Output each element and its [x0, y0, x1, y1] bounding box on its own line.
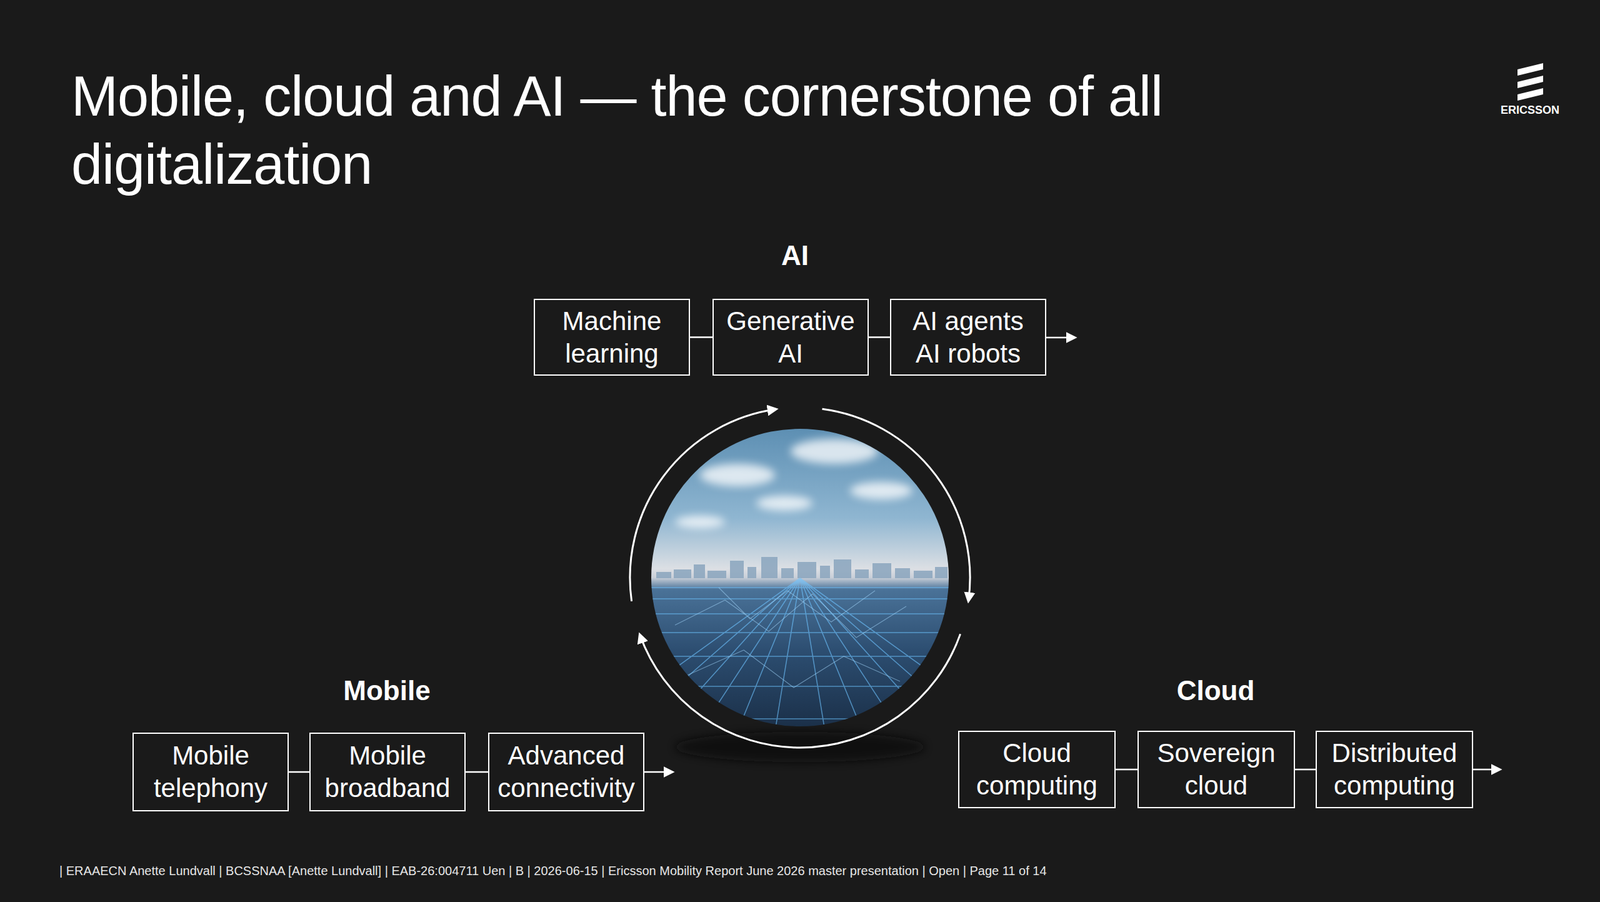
cycle-arrow	[640, 633, 961, 748]
row-arrows	[643, 337, 1500, 772]
box-text: Distributed computing	[1323, 736, 1466, 802]
process-box: Advanced connectivity	[488, 732, 645, 812]
box-text: Sovereign cloud	[1145, 736, 1288, 802]
logo-bar	[1517, 75, 1544, 89]
skyline	[656, 556, 948, 579]
box-text: Advanced connectivity	[495, 739, 637, 805]
process-box: Distributed computing	[1315, 730, 1474, 809]
cloud	[850, 481, 913, 500]
cycle-arrows	[630, 408, 970, 748]
connector-line	[1295, 768, 1316, 771]
process-box: Mobile broadband	[309, 732, 466, 812]
connector-line	[690, 336, 713, 339]
group-heading: Mobile	[343, 673, 430, 707]
group-heading: Cloud	[1176, 673, 1255, 707]
network-grid	[587, 578, 1013, 732]
cloud	[756, 495, 813, 511]
ericsson-logo	[1517, 63, 1544, 101]
process-box: Cloud computing	[958, 730, 1116, 809]
logo-bar	[1517, 63, 1544, 76]
connector-line	[288, 771, 310, 774]
cloud	[675, 515, 725, 529]
footer-note: | ERAAECN Anette Lundvall | BCSSNAA [Ane…	[59, 863, 1047, 879]
connector-line	[465, 771, 489, 774]
box-text: Generative AI	[720, 305, 862, 370]
box-text: Machine learning	[541, 305, 683, 370]
box-text: Mobile telephony	[140, 739, 282, 805]
cloud	[790, 438, 879, 464]
box-text: Mobile broadband	[316, 739, 459, 805]
city-picture	[587, 428, 1013, 732]
cycle-arrow	[630, 409, 777, 602]
box-text: AI agents AI robots	[897, 305, 1039, 370]
process-box: AI agents AI robots	[890, 298, 1047, 376]
clouds	[675, 438, 913, 529]
process-box: Sovereign cloud	[1137, 730, 1295, 809]
cycle-arrow	[822, 408, 971, 602]
connector-line	[868, 336, 890, 339]
logo-wordmark: ERICSSON	[1500, 103, 1560, 117]
slide-title: Mobile, cloud and AI — the cornerstone o…	[71, 62, 1172, 199]
row-arrow	[643, 771, 673, 774]
process-box: Machine learning	[533, 298, 690, 376]
sky-and-city	[651, 428, 949, 727]
process-box: Mobile telephony	[132, 732, 289, 812]
group-heading: AI	[781, 238, 809, 272]
row-arrow	[1045, 336, 1075, 339]
row-arrow	[1471, 768, 1500, 771]
box-text: Cloud computing	[965, 736, 1109, 802]
logo-bar	[1517, 88, 1544, 101]
cloud	[700, 463, 775, 487]
process-box: Generative AI	[712, 298, 869, 376]
network-links	[675, 587, 907, 688]
connector-line	[1115, 768, 1138, 771]
